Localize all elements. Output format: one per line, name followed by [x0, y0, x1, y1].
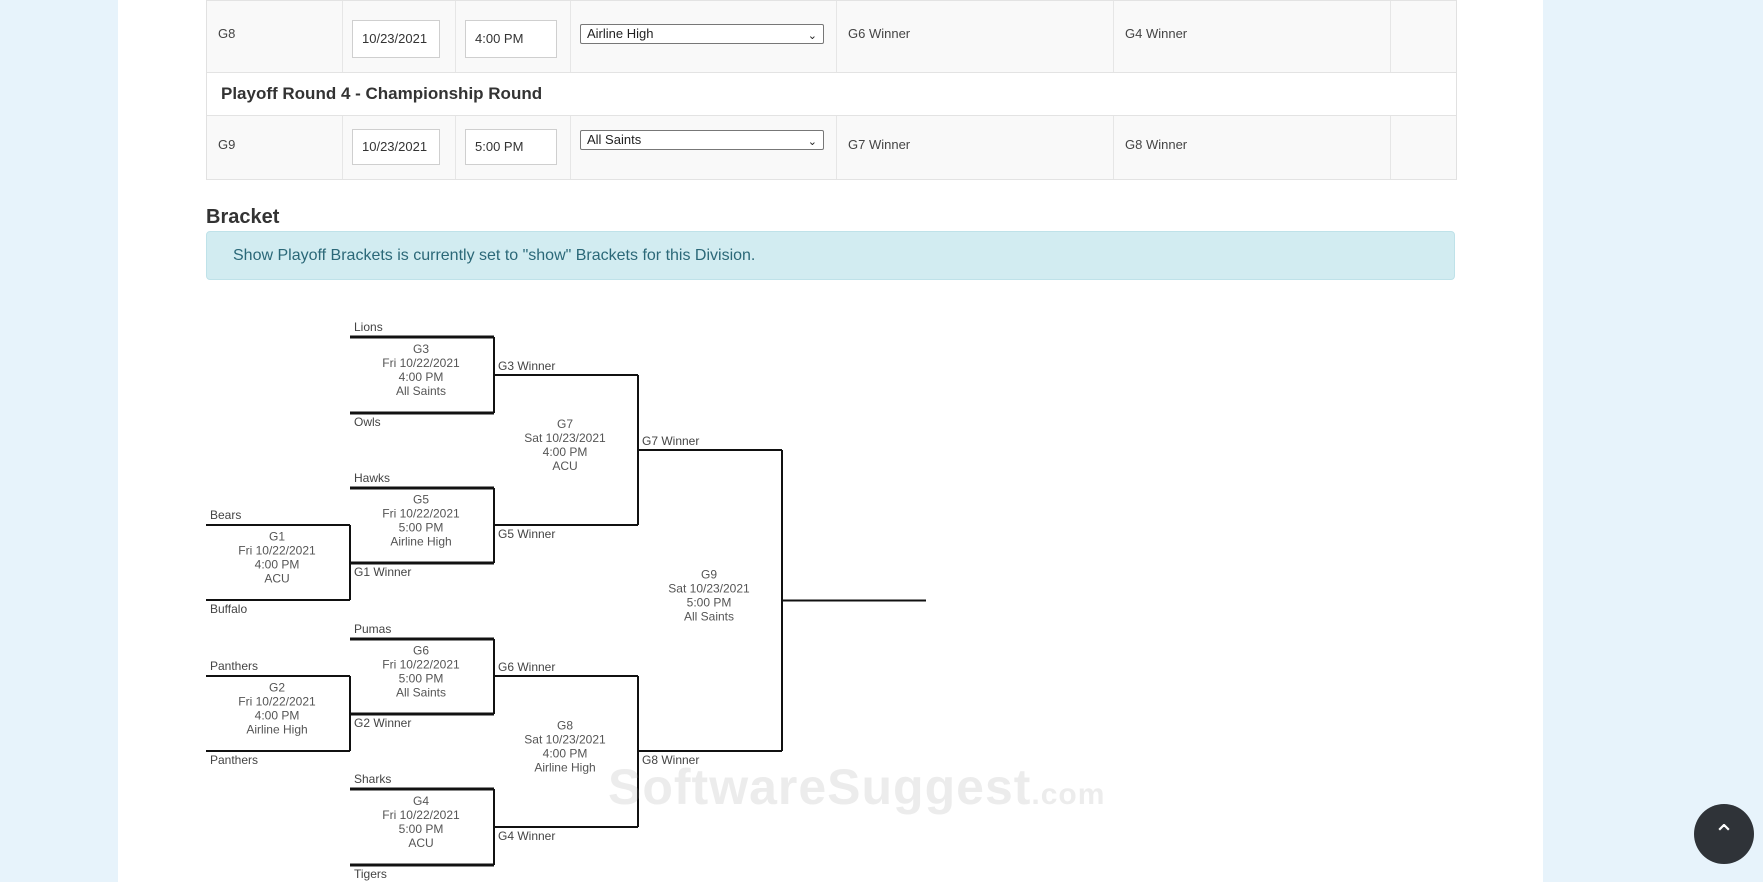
- chevron-up-icon: ⌃: [1713, 819, 1735, 849]
- winner-label: G7 Winner: [642, 434, 699, 448]
- game-location-label: ACU: [408, 836, 433, 850]
- game-time-label: 5:00 PM: [399, 822, 444, 836]
- game-time-label: 5:00 PM: [399, 672, 444, 686]
- game-time-label: 4:00 PM: [399, 370, 444, 384]
- chevron-down-icon: ⌄: [807, 30, 817, 42]
- game-day-label: Fri 10/22/2021: [382, 356, 460, 370]
- game-time-label: 4:00 PM: [255, 558, 300, 572]
- team-label: Panthers: [210, 753, 258, 767]
- team-label: Hawks: [354, 471, 390, 485]
- game-id-label: G5: [413, 493, 429, 507]
- winner-label: G3 Winner: [498, 359, 555, 373]
- game-cell: G8: [207, 1, 343, 72]
- winner-label: G4 Winner: [498, 829, 555, 843]
- time-cell: 5:00 PM: [456, 116, 571, 179]
- game-id: G8: [218, 26, 236, 41]
- time-input[interactable]: 5:00 PM: [465, 129, 557, 165]
- game-time-label: 5:00 PM: [399, 521, 444, 535]
- away-team: G4 Winner: [1125, 26, 1188, 41]
- scroll-to-top-button[interactable]: ⌃: [1694, 804, 1754, 864]
- away-cell: G4 Winner: [1114, 1, 1391, 72]
- game-location-label: ACU: [264, 572, 289, 586]
- game-id-label: G6: [413, 644, 429, 658]
- game-day-label: Fri 10/22/2021: [382, 808, 460, 822]
- game-day-label: Fri 10/22/2021: [382, 507, 460, 521]
- game-id: G9: [218, 137, 236, 152]
- winner-label: G1 Winner: [354, 565, 411, 579]
- home-team: G7 Winner: [848, 137, 911, 152]
- game-location-label: All Saints: [396, 384, 446, 398]
- location-select[interactable]: All Saints ⌄: [580, 130, 824, 150]
- game-time-label: 4:00 PM: [255, 709, 300, 723]
- bracket-title: Bracket: [206, 206, 280, 228]
- location-cell: Airline High ⌄: [571, 1, 837, 72]
- location-value: All Saints: [587, 132, 642, 147]
- game-day-label: Fri 10/22/2021: [382, 658, 460, 672]
- schedule-table: G8 10/23/2021 4:00 PM Airline High ⌄ G6 W…: [206, 0, 1457, 180]
- game-location-label: Airline High: [390, 535, 451, 549]
- game-cell: G9: [207, 116, 343, 179]
- watermark-main: SoftwareSuggest: [608, 759, 1032, 815]
- date-input[interactable]: 10/23/2021: [352, 20, 440, 58]
- date-cell: 10/23/2021: [343, 116, 456, 179]
- chevron-down-icon: ⌄: [807, 136, 817, 148]
- game-id-label: G2: [269, 681, 285, 695]
- round-4-heading: Playoff Round 4 - Championship Round: [207, 73, 1456, 116]
- game-location-label: All Saints: [396, 686, 446, 700]
- team-label: Owls: [354, 415, 381, 429]
- location-select[interactable]: Airline High ⌄: [580, 24, 824, 44]
- away-team: G8 Winner: [1125, 137, 1188, 152]
- game-location-label: Airline High: [246, 723, 307, 737]
- game-location-label: Airline High: [534, 761, 595, 775]
- watermark: SoftwareSuggest.com: [608, 758, 1105, 816]
- game-day-label: Sat 10/23/2021: [524, 431, 606, 445]
- game-day-label: Sat 10/23/2021: [524, 733, 606, 747]
- game-id-label: G9: [701, 568, 717, 582]
- home-cell: G6 Winner: [837, 1, 1114, 72]
- winner-label: G6 Winner: [498, 660, 555, 674]
- team-label: Sharks: [354, 772, 391, 786]
- game-id-label: G8: [557, 719, 573, 733]
- team-label: Buffalo: [210, 602, 247, 616]
- bracket-alert: Show Playoff Brackets is currently set t…: [206, 231, 1455, 280]
- game-time-label: 5:00 PM: [687, 596, 732, 610]
- game-time-label: 4:00 PM: [543, 747, 588, 761]
- game-day-label: Fri 10/22/2021: [238, 695, 316, 709]
- team-label: Tigers: [354, 867, 387, 881]
- home-cell: G7 Winner: [837, 116, 1114, 179]
- home-team: G6 Winner: [848, 26, 911, 41]
- date-input[interactable]: 10/23/2021: [352, 129, 440, 165]
- game-id-label: G4: [413, 794, 429, 808]
- schedule-row-g9: G9 10/23/2021 5:00 PM All Saints ⌄ G7 Win…: [207, 116, 1456, 180]
- away-cell: G8 Winner: [1114, 116, 1391, 179]
- team-label: Lions: [354, 320, 383, 334]
- time-input[interactable]: 4:00 PM: [465, 20, 557, 58]
- game-id-label: G3: [413, 342, 429, 356]
- date-cell: 10/23/2021: [343, 1, 456, 72]
- game-day-label: Sat 10/23/2021: [668, 582, 750, 596]
- time-cell: 4:00 PM: [456, 1, 571, 72]
- schedule-row-g8: G8 10/23/2021 4:00 PM Airline High ⌄ G6 W…: [207, 0, 1456, 73]
- team-label: Pumas: [354, 622, 391, 636]
- game-day-label: Fri 10/22/2021: [238, 544, 316, 558]
- location-cell: All Saints ⌄: [571, 116, 837, 179]
- winner-label: G2 Winner: [354, 716, 411, 730]
- location-value: Airline High: [587, 26, 654, 41]
- team-label: Bears: [210, 508, 241, 522]
- game-time-label: 4:00 PM: [543, 445, 588, 459]
- winner-label: G8 Winner: [642, 753, 699, 767]
- team-label: Panthers: [210, 659, 258, 673]
- game-location-label: ACU: [552, 459, 577, 473]
- winner-label: G5 Winner: [498, 527, 555, 541]
- game-id-label: G7: [557, 417, 573, 431]
- game-id-label: G1: [269, 530, 285, 544]
- game-location-label: All Saints: [684, 610, 734, 624]
- watermark-suffix: .com: [1031, 778, 1106, 811]
